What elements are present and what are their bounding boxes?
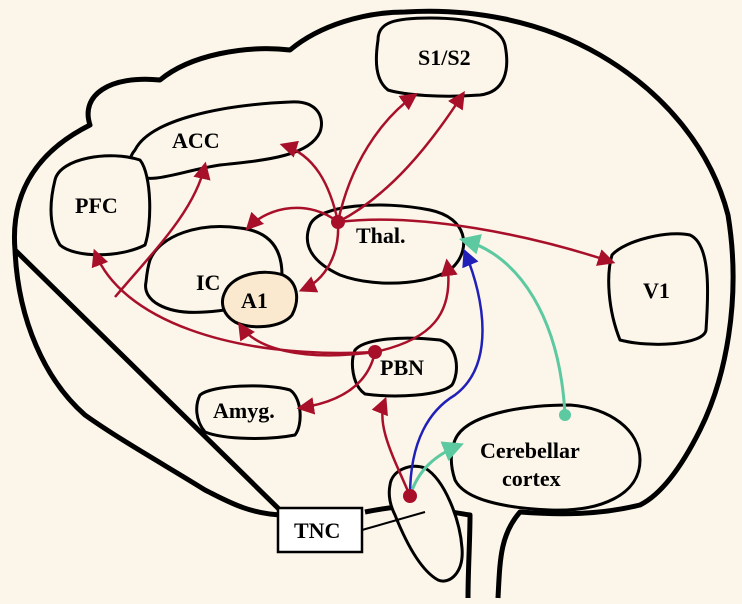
thal-to-s2-arrow (337, 91, 465, 224)
tnc-label: TNC (294, 518, 340, 543)
thal-to-s1-arrow (336, 92, 418, 223)
thal-to-v1-arrow (337, 218, 616, 266)
pbn-node (368, 345, 382, 359)
v1-label: V1 (643, 278, 670, 303)
thal-node (331, 215, 345, 229)
brainstem-region (387, 464, 464, 583)
pfc-branch-to-acc-arrow (114, 161, 211, 298)
thal-to-acc-arrow (279, 140, 340, 223)
thal-to-ic-arrow (245, 206, 339, 231)
pfc-label: PFC (75, 193, 118, 218)
thal-to-a1-arrow (298, 221, 340, 293)
tnc-box (276, 506, 364, 554)
tnc-to-thal-blue-arrow (408, 248, 484, 497)
amyg-label: Amyg. (213, 398, 275, 423)
green-pathways (408, 234, 567, 497)
pbn-to-a1-arrow (238, 322, 376, 357)
pbn-label: PBN (380, 355, 424, 380)
a1-label: A1 (241, 288, 268, 313)
amyg-region (195, 384, 302, 440)
cerebellar-label-line2: cortex (502, 466, 561, 491)
pbn-to-thal-arrow (374, 258, 458, 354)
v1-region (607, 232, 710, 346)
acc-region (128, 100, 323, 180)
pbn-to-amyg-arrow (296, 351, 377, 415)
tnc-node (403, 489, 417, 503)
tnc-leader-line (361, 511, 426, 531)
cerebellum-node (559, 409, 571, 421)
pfc-region (49, 154, 152, 257)
a1-region (221, 270, 299, 329)
cerebellum-to-thal-green-arrow (458, 234, 567, 416)
pbn-to-pfc-arrow (91, 248, 376, 355)
acc-label: ACC (172, 128, 220, 153)
cerebellar-label-line1: Cerebellar (480, 438, 580, 463)
s1s2-region (374, 16, 509, 98)
cerebellar-cortex-region (449, 403, 642, 512)
ic-label: IC (196, 270, 220, 295)
s1s2-label: S1/S2 (418, 45, 471, 70)
red-pathways (91, 91, 616, 497)
thal-label: Thal. (356, 223, 406, 248)
tnc-to-cerebellum-green-arrow (408, 441, 464, 497)
tnc-to-pbn-arrow (371, 396, 412, 497)
